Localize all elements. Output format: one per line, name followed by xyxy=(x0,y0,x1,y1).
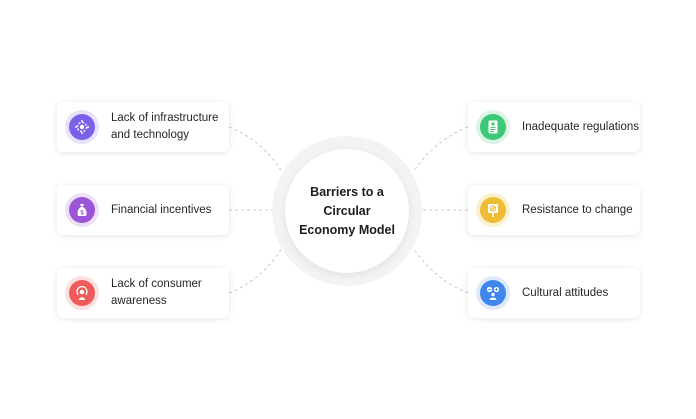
awareness-icon xyxy=(69,280,95,306)
barrier-card-infrastructure: Lack of infrastructure and technology xyxy=(57,102,229,152)
connector-infrastructure xyxy=(228,126,283,173)
barrier-card-cultural-attitudes: Cultural attitudes xyxy=(468,268,640,318)
barrier-label: Lack of infrastructure and technology xyxy=(111,112,219,141)
barrier-card-consumer-awareness: Lack of consumer awareness xyxy=(57,268,229,318)
barrier-card-regulations: Inadequate regulations xyxy=(468,102,640,152)
infrastructure-icon xyxy=(69,114,95,140)
connector-awareness xyxy=(228,247,283,294)
svg-text:$: $ xyxy=(80,210,84,216)
people-icon xyxy=(480,280,506,306)
connector-cultural xyxy=(412,247,469,294)
connector-regulations xyxy=(412,126,469,173)
document-icon xyxy=(480,114,506,140)
center-title: Barriers to a Circular Economy Model xyxy=(299,184,395,237)
barrier-card-financial-incentives: $ Financial incentives xyxy=(57,185,229,235)
barrier-card-resistance: Resistance to change xyxy=(468,185,640,235)
center-node: Barriers to a Circular Economy Model xyxy=(285,149,409,273)
barrier-label: Financial incentives xyxy=(111,203,212,216)
barrier-label: Cultural attitudes xyxy=(522,286,609,299)
money-bag-icon: $ xyxy=(69,197,95,223)
blocked-sign-icon xyxy=(480,197,506,223)
barrier-label: Lack of consumer awareness xyxy=(111,278,202,307)
barrier-label: Inadequate regulations xyxy=(522,120,640,133)
barrier-label: Resistance to change xyxy=(522,203,633,216)
